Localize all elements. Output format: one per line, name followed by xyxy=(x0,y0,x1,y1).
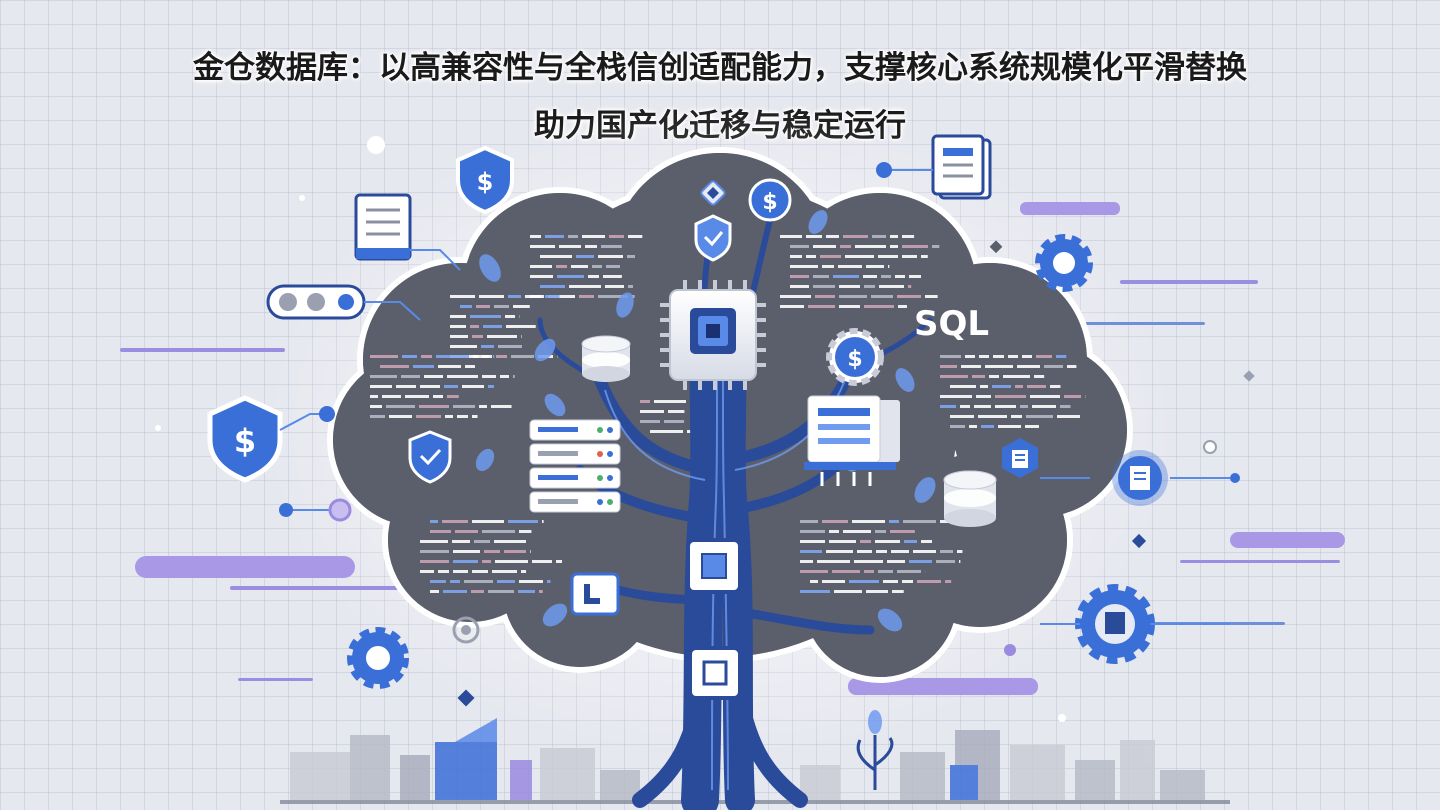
trunk-chip-icon-upper xyxy=(686,538,742,594)
dollar-shield-icon-top: $ xyxy=(456,145,514,215)
document-badge-icon-right xyxy=(1112,450,1168,506)
central-cpu-chip-icon xyxy=(660,280,766,390)
svg-text:$: $ xyxy=(477,168,494,196)
document-icon-right xyxy=(931,134,992,200)
sprout xyxy=(856,735,894,790)
dollar-shield-icon-left: $ xyxy=(207,395,283,483)
trunk-chip-icon-lower xyxy=(688,646,742,700)
shield-check-icon-left xyxy=(408,430,452,484)
gear-icon-top-right xyxy=(1035,234,1093,292)
headline-line-1: 金仓数据库：以高兼容性与全栈信创适配能力，支撑核心系统规模化平滑替换 xyxy=(193,50,1247,86)
svg-text:$: $ xyxy=(234,422,256,460)
shield-check-icon-top xyxy=(694,214,732,262)
gear-icon-bottom-right xyxy=(1075,584,1155,664)
svg-text:$: $ xyxy=(762,190,777,215)
sql-label: SQL xyxy=(914,304,989,344)
connector-lines xyxy=(279,169,1230,625)
database-icon-right xyxy=(943,470,997,527)
svg-text:$: $ xyxy=(847,347,862,372)
code-lines xyxy=(370,235,1086,593)
server-rack-icon xyxy=(529,419,621,513)
dollar-gear-icon: $ xyxy=(826,328,884,386)
window-tile-icon xyxy=(570,572,620,616)
dollar-coin-icon-top: $ xyxy=(748,178,792,222)
trunk-circuit-lines xyxy=(604,319,846,791)
hexagon-document-icon xyxy=(1002,438,1038,478)
diamond-node-icon xyxy=(700,180,726,206)
gear-icon-bottom-left xyxy=(347,627,409,689)
document-panel-icon xyxy=(804,395,900,486)
database-icon-left xyxy=(581,335,631,382)
currency-toggle-pill-icon xyxy=(266,284,366,320)
document-icon-left xyxy=(354,193,412,261)
connector-dots xyxy=(155,136,1240,722)
